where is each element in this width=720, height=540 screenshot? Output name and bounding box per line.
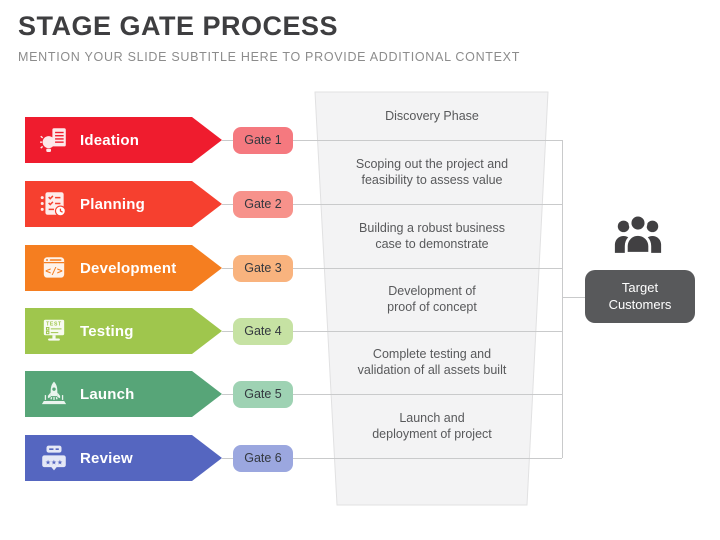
review-stars-icon: ★★★ <box>39 443 69 473</box>
rocket-laptop-icon <box>39 379 69 409</box>
gate-2-badge: Gate 2 <box>233 191 293 218</box>
checklist-clock-icon <box>39 189 69 219</box>
code-window-icon: </> <box>39 253 69 283</box>
people-group-icon <box>614 213 662 255</box>
gate-5-badge: Gate 5 <box>233 381 293 408</box>
funnel-section-launch-deployment: Launch and deployment of project <box>372 411 492 442</box>
stage-planning: Planning <box>25 181 222 227</box>
page-title: STAGE GATE PROCESS <box>18 11 339 41</box>
funnel-section-business-case: Building a robust business case to demon… <box>359 221 505 252</box>
funnel-section-testing-validation: Complete testing and validation of all a… <box>357 347 507 378</box>
stage-label: Development <box>80 259 177 277</box>
connector-line-vertical <box>562 140 563 458</box>
stage-label: Testing <box>80 322 134 340</box>
stage-testing: TEST Testing <box>25 308 222 354</box>
connector-line-gate-5 <box>222 394 562 395</box>
stage-label: Review <box>80 449 133 467</box>
test-monitor-icon: TEST <box>39 316 69 346</box>
connector-line-gate-6 <box>222 458 562 459</box>
gate-1-badge: Gate 1 <box>233 127 293 154</box>
connector-line-target-stub <box>562 297 585 298</box>
gate-3-badge: Gate 3 <box>233 255 293 282</box>
stage-development: </> Development <box>25 245 222 291</box>
stage-label: Planning <box>80 195 145 213</box>
funnel-section-proof-of-concept: Development of proof of concept <box>387 284 477 315</box>
svg-text:</>: </> <box>45 266 63 277</box>
connector-line-gate-2 <box>222 204 562 205</box>
connector-line-gate-4 <box>222 331 562 332</box>
target-customers-label: Target Customers <box>608 279 672 312</box>
svg-text:TEST: TEST <box>46 322 62 328</box>
stage-launch: Launch <box>25 371 222 417</box>
connector-line-gate-3 <box>222 268 562 269</box>
gate-4-badge: Gate 4 <box>233 318 293 345</box>
funnel-section-discovery: Discovery Phase <box>385 109 479 123</box>
stage-ideation: Ideation <box>25 117 222 163</box>
gate-6-badge: Gate 6 <box>233 445 293 472</box>
funnel-section-scoping: Scoping out the project and feasibility … <box>355 157 509 188</box>
target-customers-box: Target Customers <box>585 270 695 323</box>
stage-label: Ideation <box>80 131 140 149</box>
connector-line-gate-1 <box>222 140 562 141</box>
page-subtitle: MENTION YOUR SLIDE SUBTITLE HERE TO PROV… <box>18 50 521 64</box>
idea-bulb-document-icon <box>39 125 69 155</box>
stage-review: ★★★ Review <box>25 435 222 481</box>
stage-label: Launch <box>80 385 135 403</box>
svg-text:★★★: ★★★ <box>45 459 63 467</box>
